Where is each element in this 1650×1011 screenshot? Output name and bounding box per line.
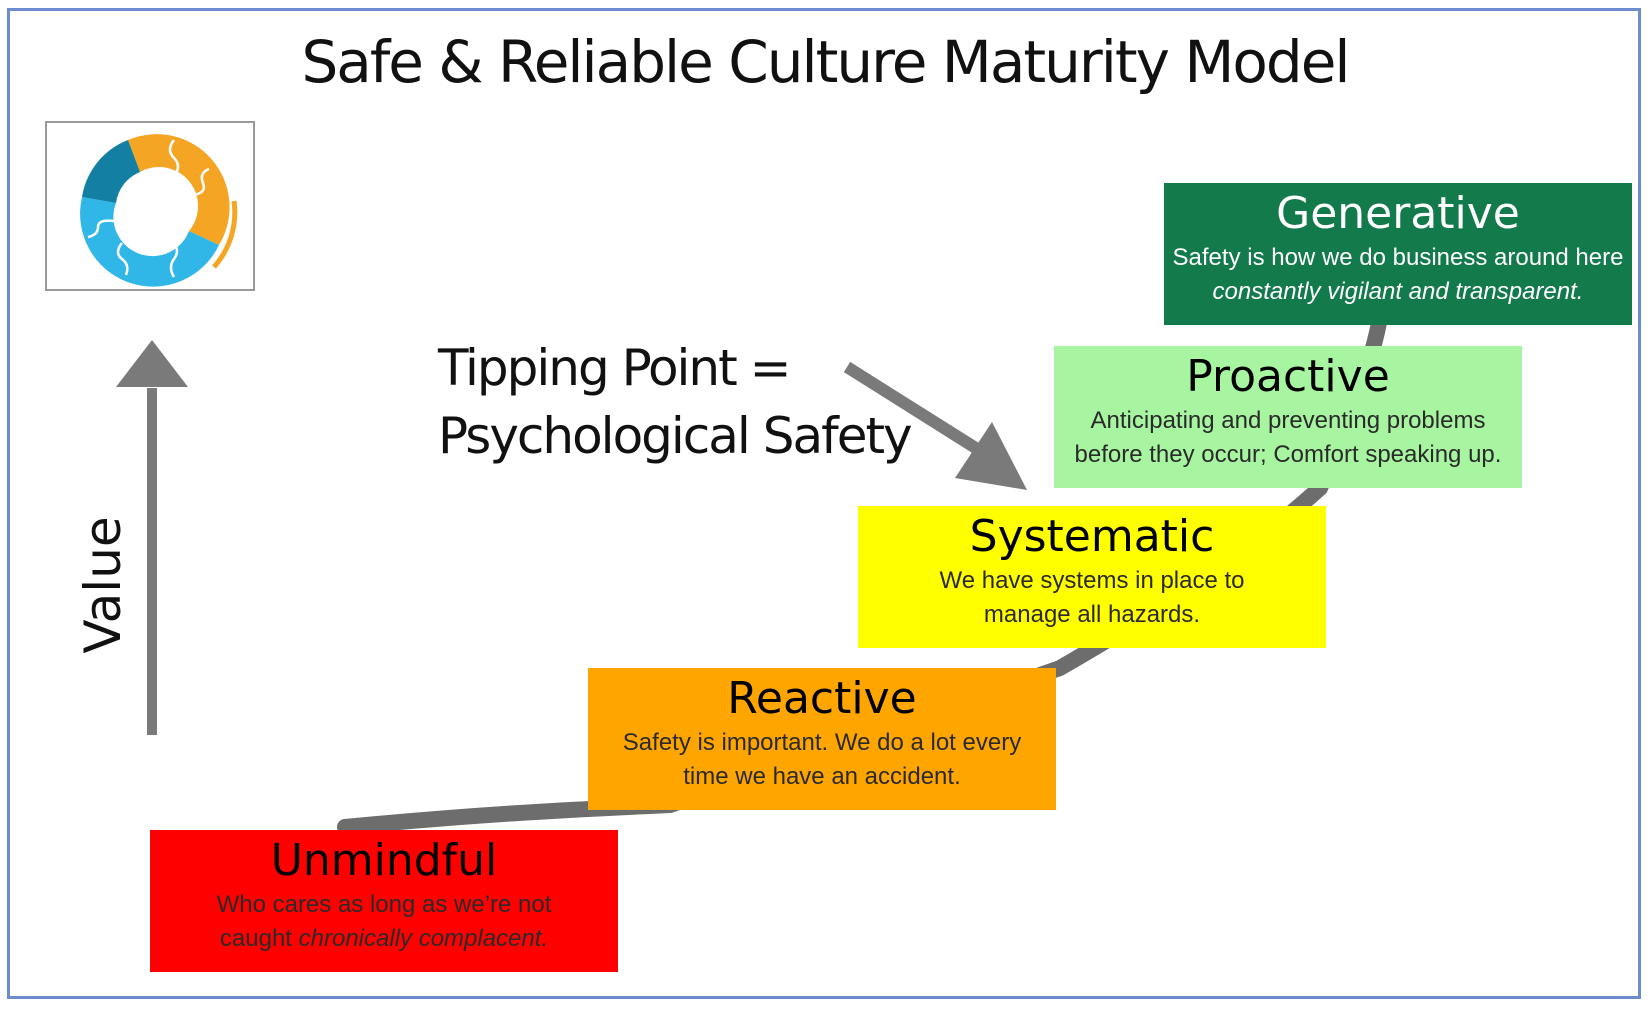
stage-generative: Generative Safety is how we do business …: [1164, 183, 1632, 325]
stage-reactive: Reactive Safety is important. We do a lo…: [588, 668, 1056, 810]
page-title: Safe & Reliable Culture Maturity Model: [301, 28, 1350, 96]
tipping-point-arrowhead: [955, 422, 1027, 490]
stage-unmindful: Unmindful Who cares as long as we’re not…: [150, 830, 618, 972]
tipping-point-line1: Tipping Point =: [438, 339, 792, 397]
logo: [45, 121, 255, 291]
tipping-point-line2: Psychological Safety: [438, 407, 913, 465]
stage-name: Generative: [1276, 188, 1520, 239]
value-axis-arrowhead: [116, 340, 188, 387]
stage-name: Reactive: [727, 673, 917, 724]
tipping-point-arrow-line: [843, 361, 986, 458]
stage-name: Proactive: [1186, 351, 1390, 402]
value-axis-label: Value: [74, 516, 132, 654]
stage-name: Systematic: [969, 511, 1215, 562]
stage-description: Safety is how we do business around here…: [1172, 244, 1624, 305]
stage-proactive: Proactive Anticipating and preventing pr…: [1054, 346, 1522, 488]
circular-puzzle-ring-icon: [80, 134, 238, 287]
stage-name: Unmindful: [270, 835, 498, 886]
tipping-point-label: Tipping Point = Psychological Safety: [438, 334, 913, 470]
